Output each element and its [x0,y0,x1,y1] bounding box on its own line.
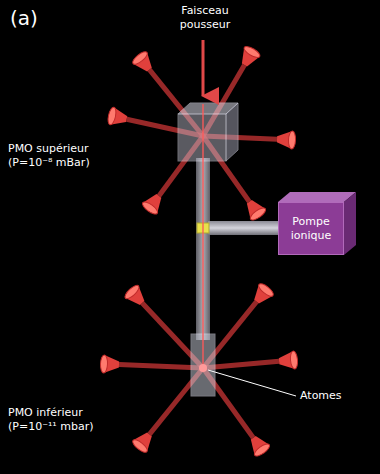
optic-face [123,283,141,300]
optic-face [253,442,272,458]
upper-cell-side [226,103,238,161]
beam-optic [141,194,162,216]
mot-label: PMO supérieur (P=10⁻⁸ mBar) [8,142,108,170]
atom-cloud [199,364,207,372]
beam-optic [279,351,298,370]
beam-optic [277,131,296,149]
beam-optic [251,436,272,458]
mot-label: PMO inférieur (P=10⁻¹¹ mbar) [8,406,108,434]
optic-face [100,355,108,373]
beam-optic [131,432,152,454]
ion-pump-box: Pompe ionique [278,202,344,255]
pump-side [344,192,356,255]
beam-label: Faisceau pousseur [160,4,250,32]
optic-face [107,106,118,125]
optic-face [249,206,268,222]
pushing-beam [202,104,204,368]
beam-optic [247,200,267,222]
optic-face [290,351,299,370]
beam-optic [242,44,262,66]
optic-face [131,438,149,455]
panel-letter: (a) [10,6,60,31]
beam-optic [123,283,144,305]
beam-optic [254,282,275,304]
pump-top [278,192,356,202]
optic-face [141,200,160,216]
laser-cones [100,44,298,458]
atoms-label: Atomes [300,389,370,403]
node-text: Pompe ionique [283,215,339,243]
leader-line [208,370,296,396]
upper-cell [178,114,226,161]
optic-face [288,131,296,149]
beam-optic [131,50,152,72]
laser-beam [119,365,203,368]
beam-optic [107,106,128,125]
beam-optic [100,355,119,373]
optic-face [257,282,275,299]
optic-face [242,44,261,59]
laser-beams [119,65,279,438]
optic-face [131,50,149,67]
pump-tube [208,221,280,235]
pushing-beam-arrow [202,40,205,96]
